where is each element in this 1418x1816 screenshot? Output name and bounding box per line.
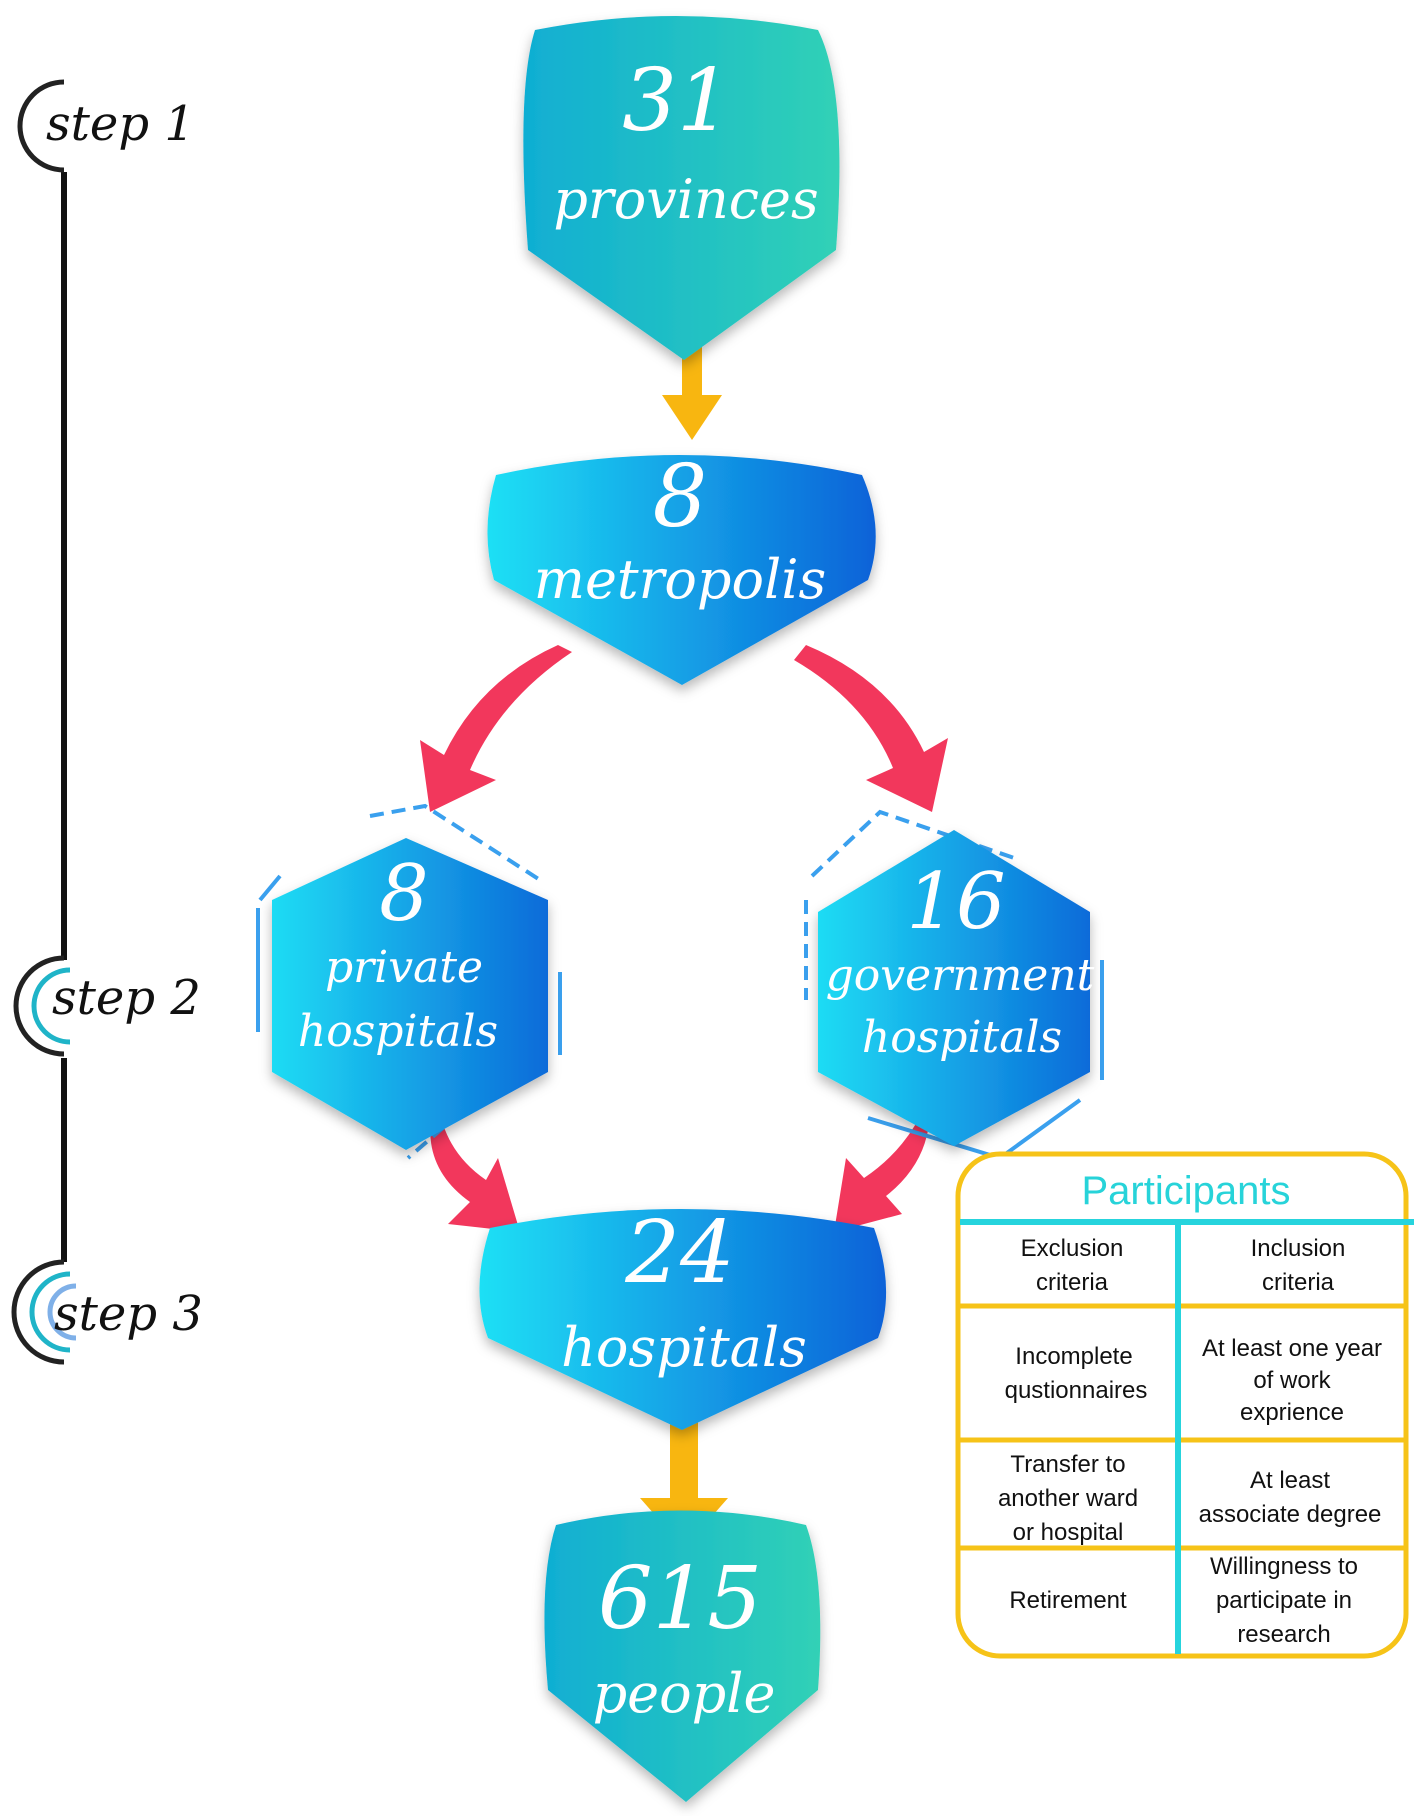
arrow-private-to-hospitals-icon: [430, 1103, 520, 1232]
step-3-arc-inner-icon: [47, 1283, 77, 1341]
people-node: 615 people: [544, 1510, 821, 1802]
step-3-arc-outer-icon: [11, 1259, 65, 1365]
inclusion-row2-line2: associate degree: [1199, 1501, 1382, 1528]
step-1-arc-icon: [17, 79, 65, 173]
government-hospitals-node: 16 government hospitals: [804, 809, 1104, 1161]
arrow-metropolis-to-private-icon: [420, 645, 572, 812]
private-label-line2: hospitals: [298, 1006, 498, 1057]
hospitals-count: 24: [624, 1203, 734, 1303]
private-hex-frame-top: [369, 803, 542, 882]
inclusion-row3-line1: Willingness to: [1210, 1553, 1358, 1580]
government-count: 16: [906, 857, 1005, 947]
arrow-provinces-to-metropolis-icon: [662, 330, 722, 440]
exclusion-row2-line1: Transfer to: [1010, 1451, 1125, 1478]
step-3-arc-mid-icon: [29, 1271, 71, 1353]
exclusion-row1-line2: qustionnaires: [1005, 1377, 1148, 1404]
government-hex-shape: [818, 830, 1090, 1146]
step-1-marker: step 1: [17, 79, 195, 173]
people-count: 615: [598, 1549, 762, 1649]
inclusion-row1-line2: of work: [1253, 1367, 1331, 1394]
step-3-marker: step 3: [11, 1259, 203, 1365]
exclusion-header-line2: criteria: [1036, 1269, 1109, 1296]
step-2-marker: step 2: [13, 955, 201, 1057]
metropolis-label: metropolis: [534, 548, 827, 611]
inclusion-header-line2: criteria: [1262, 1269, 1335, 1296]
private-count: 8: [379, 849, 429, 939]
arrow-government-to-hospitals-icon: [834, 1104, 931, 1232]
step-2-arc-outer-icon: [13, 955, 65, 1057]
government-label-line1: government: [826, 950, 1095, 1001]
arrow-metropolis-to-government-icon: [794, 645, 948, 812]
hospitals-label: hospitals: [561, 1316, 807, 1379]
exclusion-row2-line3: or hospital: [1013, 1519, 1124, 1546]
private-hex-shape: [272, 838, 548, 1150]
exclusion-row2-line2: another ward: [998, 1485, 1138, 1512]
provinces-count: 31: [622, 51, 731, 151]
inclusion-row1-line1: At least one year: [1202, 1335, 1382, 1362]
participants-table: Participants Exclusion criteria Inclusio…: [955, 1151, 1414, 1659]
exclusion-row1-line1: Incomplete: [1015, 1343, 1132, 1370]
step-2-arc-inner-icon: [31, 967, 71, 1045]
private-hex-frame: [258, 874, 282, 902]
hospitals-node: 24 hospitals: [479, 1203, 887, 1430]
hospitals-shape: [479, 1209, 887, 1430]
people-label: people: [593, 1662, 776, 1725]
government-label-line2: hospitals: [862, 1012, 1062, 1063]
step-1-label: step 1: [46, 96, 195, 152]
private-label-line1: private: [325, 942, 483, 993]
metropolis-node: 8 metropolis: [487, 447, 876, 685]
inclusion-row3-line2: participate in: [1216, 1587, 1352, 1614]
provinces-shape: [523, 16, 840, 360]
government-hex-frame-top: [810, 809, 1021, 878]
inclusion-row1-line3: exprience: [1240, 1399, 1344, 1426]
metropolis-shape: [487, 455, 876, 685]
participants-title: Participants: [1082, 1169, 1291, 1213]
inclusion-row2-line1: At least: [1250, 1467, 1330, 1494]
inclusion-header-line1: Inclusion: [1251, 1235, 1346, 1262]
metropolis-count: 8: [653, 447, 708, 547]
provinces-label: provinces: [553, 168, 818, 231]
step-2-label: step 2: [52, 970, 201, 1026]
exclusion-header-line1: Exclusion: [1021, 1235, 1124, 1262]
step-3-label: step 3: [54, 1286, 203, 1342]
private-hospitals-node: 8 private hospitals: [256, 803, 562, 1160]
inclusion-row3-line3: research: [1237, 1621, 1330, 1648]
exclusion-row3-line1: Retirement: [1009, 1587, 1127, 1614]
participants-table-border: [955, 1151, 1409, 1659]
people-shape: [544, 1510, 821, 1802]
step-timeline: step 1 step 2 step 3: [11, 79, 203, 1365]
provinces-node: 31 provinces: [523, 16, 840, 360]
